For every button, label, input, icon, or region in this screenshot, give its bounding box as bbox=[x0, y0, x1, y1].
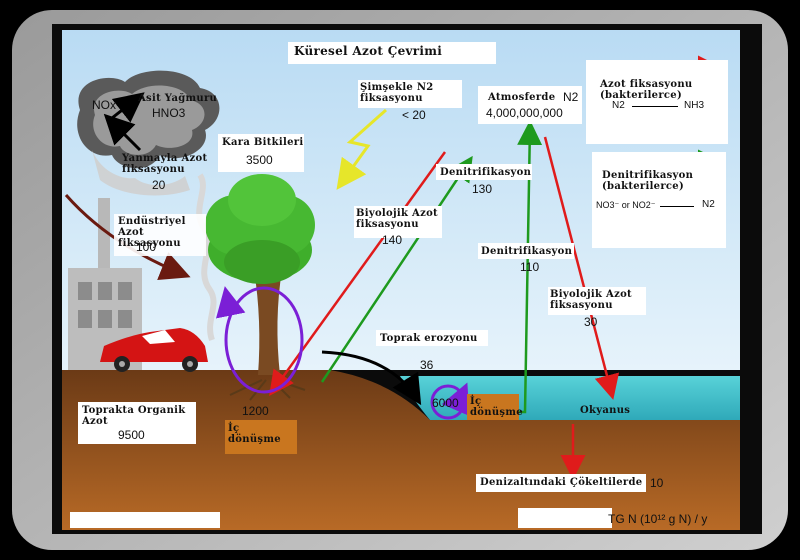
land-plants-value: 3500 bbox=[246, 153, 273, 167]
tree bbox=[205, 174, 315, 401]
denitrification-ocean-label: Denitrifikasyon bbox=[481, 246, 573, 257]
bio-fixation-land-label: Biyolojik Azot fiksasyonu bbox=[356, 208, 438, 230]
denitrification-land-label: Denitrifikasyon bbox=[440, 167, 532, 178]
combustion-label: Yanmayla Azot fiksasyonu bbox=[122, 153, 208, 175]
soil-erosion-box bbox=[376, 330, 488, 346]
legend-denitrification-to: N2 bbox=[702, 199, 715, 210]
soil-erosion-value: 36 bbox=[420, 358, 434, 372]
soil-erosion-label: Toprak erozyonu bbox=[380, 333, 478, 344]
hno3-label: HNO3 bbox=[152, 106, 186, 120]
ocean-internal-box bbox=[467, 394, 519, 420]
soil-organic-label: Toprakta Organik Azot bbox=[82, 405, 186, 427]
ocean-internal-label: İç dönüşme bbox=[470, 396, 523, 418]
denitrification-land-value: 130 bbox=[472, 182, 493, 196]
combustion-value: 20 bbox=[152, 178, 166, 192]
legend-denitrification-box bbox=[592, 152, 726, 248]
title-box bbox=[288, 42, 496, 64]
land-plants-label: Kara Bitkileri bbox=[222, 137, 304, 148]
denitrification-ocean-value: 110 bbox=[520, 260, 540, 274]
industrial-label: Endüstriyel Azot fiksasyonu bbox=[118, 216, 186, 249]
legend-fixation-box bbox=[586, 60, 728, 144]
acid-rain-label: Asit Yağmuru bbox=[138, 93, 218, 104]
nox-label: NOx bbox=[92, 98, 116, 112]
land-internal-value: 1200 bbox=[242, 404, 269, 418]
soil-organic-value: 9500 bbox=[118, 428, 145, 442]
combustion-arrow bbox=[103, 113, 142, 152]
legend-fixation-to: NH3 bbox=[684, 100, 705, 111]
sediments-value: 10 bbox=[650, 476, 664, 490]
atmosphere-n2: N2 bbox=[563, 90, 579, 104]
denitrification-land-box bbox=[436, 164, 532, 180]
land-internal-box bbox=[225, 420, 297, 454]
denitrification-land-arrow bbox=[320, 155, 473, 383]
land-plants-box bbox=[218, 134, 304, 172]
bio-fixation-ocean-arrow bbox=[543, 136, 620, 400]
legend-denitrification-reaction-arrow bbox=[660, 206, 694, 207]
atmosphere-box bbox=[478, 86, 582, 124]
car bbox=[100, 328, 208, 372]
sediments-label: Denizaltındaki Çökeltilerde bbox=[480, 477, 643, 488]
denitrification-ocean-box bbox=[478, 243, 574, 259]
page-title: Küresel Azot Çevrimi bbox=[294, 44, 443, 58]
bio-fixation-land-value: 140 bbox=[382, 233, 403, 247]
soil-erosion-arrow bbox=[321, 350, 422, 406]
ocean-label: Okyanus bbox=[580, 405, 631, 416]
industrial-box bbox=[114, 214, 206, 256]
units-label: TG N (10¹² g N) / y bbox=[608, 512, 708, 526]
soil-organic-box bbox=[78, 402, 196, 444]
legend-denitrification-title: Denitrifikasyon (bakterilerce) bbox=[602, 170, 694, 192]
land-internal-label: İç dönüşme bbox=[228, 423, 281, 445]
legend-fixation-title: Azot fiksasyonu (bakterilerce) bbox=[600, 79, 693, 101]
lightning-icon bbox=[336, 108, 387, 190]
bio-fixation-ocean-box bbox=[548, 287, 646, 315]
bottom-strip-right bbox=[518, 508, 612, 528]
legend-fixation-reaction-arrow bbox=[632, 106, 678, 107]
lightning-label: Şimşekle N2 fiksasyonu bbox=[360, 82, 434, 104]
bio-fixation-land-box bbox=[354, 206, 442, 238]
industrial-value: 100 bbox=[136, 240, 157, 254]
bio-fixation-ocean-label: Biyolojik Azot fiksasyonu bbox=[550, 289, 632, 311]
sediments-box bbox=[476, 474, 646, 492]
atmosphere-label: Atmosferde bbox=[488, 92, 556, 103]
land-internal-loop bbox=[224, 286, 304, 394]
lightning-value: < 20 bbox=[402, 108, 426, 122]
atmosphere-value: 4,000,000,000 bbox=[486, 106, 563, 120]
lightning-box bbox=[358, 80, 462, 108]
ocean-internal-value: 6000 bbox=[432, 396, 459, 410]
bottom-strip-left bbox=[70, 512, 220, 528]
bio-fixation-ocean-value: 30 bbox=[584, 315, 598, 329]
legend-denitrification-from: NO3⁻ or NO2⁻ bbox=[596, 200, 656, 210]
legend-fixation-from: N2 bbox=[612, 100, 625, 111]
